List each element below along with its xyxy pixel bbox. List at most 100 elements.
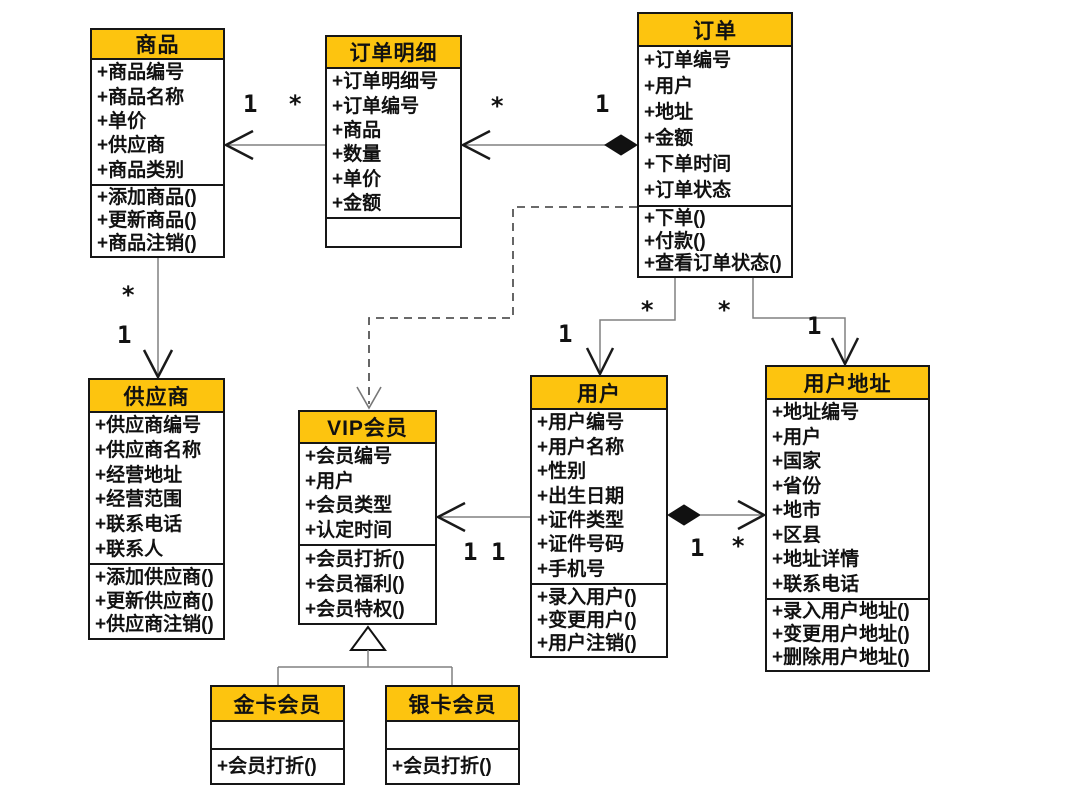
attribute: +订单编号 [644, 50, 732, 72]
class-order[interactable]: 订单 +订单编号 +用户 +地址 +金额 +下单时间 +订单状态 +下单() +… [637, 12, 793, 278]
open-arrowhead-icon [356, 386, 382, 410]
class-silver-member-methods: +会员打折() [387, 750, 518, 783]
attribute: +认定时间 [305, 519, 393, 541]
class-gold-member[interactable]: 金卡会员 +会员打折() [210, 685, 345, 785]
attribute: +证件号码 [537, 534, 625, 556]
attribute: +商品类别 [97, 159, 185, 181]
attribute: +经营地址 [95, 464, 183, 486]
class-gold-member-title: 金卡会员 [212, 687, 343, 722]
class-user-address-title: 用户地址 [767, 367, 928, 400]
attribute: +供应商编号 [95, 415, 202, 437]
multiplicity-label: * [121, 281, 136, 309]
attribute: +数量 [332, 144, 382, 166]
attribute: +订单明细号 [332, 71, 439, 93]
multiplicity-label: 1 [463, 538, 478, 566]
class-silver-member-title: 银卡会员 [387, 687, 518, 722]
attribute: +会员类型 [305, 495, 393, 517]
method: +付款() [644, 230, 706, 252]
method: +删除用户地址() [772, 646, 910, 668]
method: +录入用户() [537, 586, 637, 608]
multiplicity-label: 1 [243, 90, 258, 118]
class-product-methods: +添加商品() +更新商品() +商品注销() [92, 186, 223, 256]
class-user-address-attributes: +地址编号 +用户 +国家 +省份 +地市 +区县 +地址详情 +联系电话 [767, 400, 928, 600]
class-silver-member[interactable]: 银卡会员 +会员打折() [385, 685, 520, 785]
class-supplier-methods: +添加供应商() +更新供应商() +供应商注销() [90, 565, 223, 638]
multiplicity-label: 1 [690, 534, 705, 562]
attribute: +联系电话 [95, 514, 183, 536]
class-supplier[interactable]: 供应商 +供应商编号 +供应商名称 +经营地址 +经营范围 +联系电话 +联系人… [88, 378, 225, 640]
attribute: +联系电话 [772, 573, 860, 595]
class-user-address[interactable]: 用户地址 +地址编号 +用户 +国家 +省份 +地市 +区县 +地址详情 +联系… [765, 365, 930, 672]
method: +变更用户() [537, 609, 637, 631]
attribute: +供应商名称 [95, 440, 202, 462]
method: +更新商品() [97, 210, 197, 232]
attribute: +金额 [644, 128, 694, 150]
open-arrowhead-icon [223, 129, 254, 161]
attribute: +地市 [772, 500, 822, 522]
method: +查看订单状态() [644, 252, 782, 274]
attribute: +订单编号 [332, 95, 420, 117]
class-vip-member-title: VIP会员 [300, 412, 435, 444]
method: +会员打折() [392, 755, 492, 777]
class-order-detail-attributes: +订单明细号 +订单编号 +商品 +数量 +单价 +金额 [327, 69, 460, 219]
attribute: +下单时间 [644, 154, 732, 176]
multiplicity-label: 1 [558, 320, 573, 348]
hollow-triangle-icon [349, 625, 387, 651]
class-order-title: 订单 [639, 14, 791, 47]
class-vip-member[interactable]: VIP会员 +会员编号 +用户 +会员类型 +认定时间 +会员打折() +会员福… [298, 410, 437, 625]
attribute: +商品 [332, 119, 382, 141]
class-order-attributes: +订单编号 +用户 +地址 +金额 +下单时间 +订单状态 [639, 47, 791, 207]
attribute: +用户 [772, 426, 822, 448]
class-user-address-methods: +录入用户地址() +变更用户地址() +删除用户地址() [767, 600, 928, 670]
multiplicity-label: 1 [807, 312, 822, 340]
class-order-detail-methods [327, 219, 460, 246]
attribute: +区县 [772, 524, 822, 546]
method: +会员打折() [217, 755, 317, 777]
generalization-members-vipmember-line [277, 625, 453, 685]
class-user[interactable]: 用户 +用户编号 +用户名称 +性别 +出生日期 +证件类型 +证件号码 +手机… [530, 375, 668, 658]
association-order-user-line [585, 278, 676, 377]
attribute: +用户 [644, 76, 694, 98]
class-order-detail[interactable]: 订单明细 +订单明细号 +订单编号 +商品 +数量 +单价 +金额 [325, 35, 462, 248]
attribute: +省份 [772, 475, 822, 497]
attribute: +商品编号 [97, 62, 185, 84]
multiplicity-label: * [640, 296, 655, 324]
open-arrowhead-icon [460, 129, 491, 161]
method: +会员打折() [305, 548, 405, 570]
open-arrowhead-icon [435, 501, 466, 533]
class-product-title: 商品 [92, 30, 223, 60]
attribute: +性别 [537, 461, 587, 483]
attribute: +国家 [772, 451, 822, 473]
attribute: +地址编号 [772, 402, 860, 424]
method: +下单() [644, 208, 706, 230]
attribute: +经营范围 [95, 489, 183, 511]
attribute: +单价 [97, 111, 147, 133]
attribute: +地址 [644, 102, 694, 124]
class-product[interactable]: 商品 +商品编号 +商品名称 +单价 +供应商 +商品类别 +添加商品() +更… [90, 28, 225, 258]
class-supplier-title: 供应商 [90, 380, 223, 413]
attribute: +订单状态 [644, 180, 732, 202]
association-orderdetail-product-line [223, 129, 325, 161]
method: +商品注销() [97, 232, 197, 254]
method: +会员福利() [305, 573, 405, 595]
multiplicity-label: 1 [491, 538, 506, 566]
multiplicity-label: 1 [595, 90, 610, 118]
attribute: +用户编号 [537, 412, 625, 434]
method: +更新供应商() [95, 590, 214, 612]
attribute: +手机号 [537, 558, 606, 580]
association-order-useraddress-line [752, 278, 860, 367]
class-product-attributes: +商品编号 +商品名称 +单价 +供应商 +商品类别 [92, 60, 223, 186]
class-vip-member-attributes: +会员编号 +用户 +会员类型 +认定时间 [300, 444, 435, 546]
filled-diamond-icon [667, 504, 701, 526]
open-arrowhead-icon [142, 349, 174, 380]
class-gold-member-attributes [212, 722, 343, 750]
method: +会员特权() [305, 598, 405, 620]
attribute: +金额 [332, 192, 382, 214]
class-order-methods: +下单() +付款() +查看订单状态() [639, 207, 791, 276]
class-order-detail-title: 订单明细 [327, 37, 460, 69]
open-arrowhead-icon [737, 499, 767, 531]
open-arrowhead-icon [585, 347, 615, 377]
attribute: +会员编号 [305, 446, 393, 468]
method: +录入用户地址() [772, 601, 910, 623]
attribute: +用户 [305, 470, 355, 492]
